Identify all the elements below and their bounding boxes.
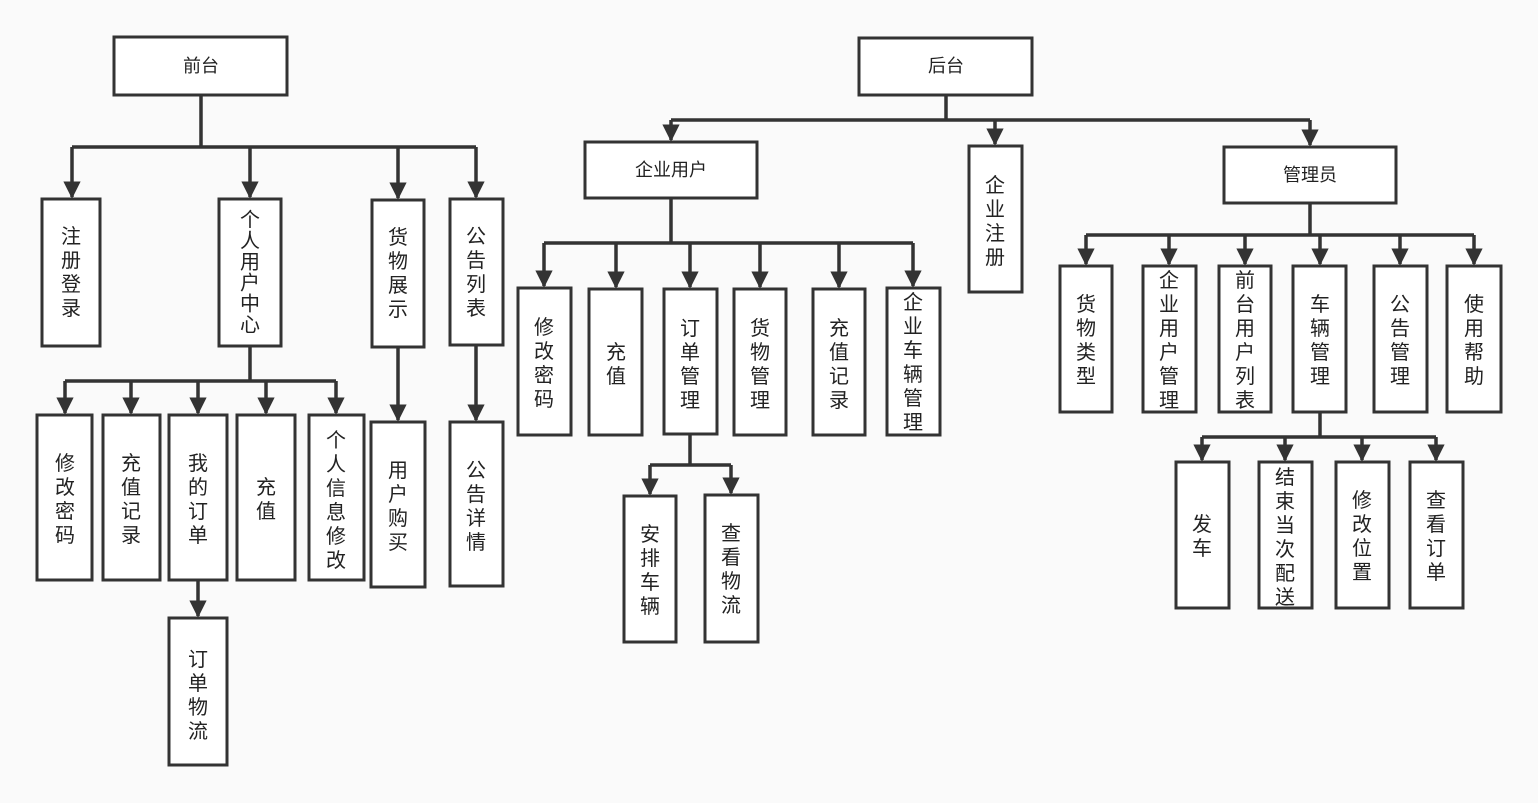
node-qiye-cheliang-guanli <box>885 286 942 437</box>
node-qiye-yonghu-guanli-label: 企业用户管理 <box>1159 268 1179 412</box>
node-wode-dingdan <box>167 413 229 582</box>
node-wode-dingdan-label: 我的订单 <box>188 451 208 547</box>
node-cheliang-guanli <box>1291 264 1348 414</box>
node-cheliang-guanli-label: 车辆管理 <box>1310 292 1330 388</box>
node-xiugai-mima-1-label: 修改密码 <box>55 451 75 547</box>
node-dingdan-guanli-label: 订单管理 <box>680 316 700 412</box>
vertical-labels: 注册登录个人用户中心货物展示公告列表修改密码充值记录我的订单充值个人信息修改用户… <box>55 173 1484 743</box>
node-chongzhi-jilu-1-label: 充值记录 <box>121 451 141 547</box>
node-zhuce-label: 注册登录 <box>61 224 81 320</box>
node-yonghu-goumai <box>369 420 427 589</box>
node-jieshu-peisong-label: 结束当次配送 <box>1275 465 1295 609</box>
node-guanliyuan-label: 管理员 <box>1283 165 1337 186</box>
node-houtai-label: 后台 <box>928 56 964 77</box>
node-shiyong-bangzhu <box>1445 264 1503 414</box>
node-huowu-guanli <box>732 287 788 437</box>
node-qiantai-label: 前台 <box>183 56 219 77</box>
node-anpai-cheliang-label: 安排车辆 <box>640 522 660 618</box>
node-geren <box>217 197 283 348</box>
node-xiugai-mima-1 <box>35 413 94 582</box>
connectors <box>56 95 1483 618</box>
node-yonghu-goumai-label: 用户购买 <box>388 458 408 554</box>
node-geren-xinxi <box>307 413 366 582</box>
node-gonggao-guanli <box>1372 264 1429 414</box>
node-chakan-wuliu-label: 查看物流 <box>721 521 741 617</box>
node-shiyong-bangzhu-label: 使用帮助 <box>1464 292 1484 388</box>
node-qiye-yonghu-guanli <box>1141 264 1198 414</box>
node-huowu-guanli-label: 货物管理 <box>750 316 770 412</box>
node-chongzhi-1-label: 充值 <box>256 475 276 523</box>
node-qiantai-yonghu-liebiao-label: 前台用户列表 <box>1235 268 1255 412</box>
node-zhuce <box>40 197 102 348</box>
node-huowu-leixing <box>1058 264 1114 414</box>
node-dingdan-wuliu-label: 订单物流 <box>188 647 208 743</box>
node-chongzhi-1 <box>235 413 297 582</box>
node-chongzhi-jilu-2 <box>811 287 867 437</box>
node-dingdan-guanli <box>662 287 719 436</box>
node-qiye-zhuce <box>967 144 1024 294</box>
node-houtai: 后台 <box>857 36 1034 97</box>
node-fache-label: 发车 <box>1192 512 1212 560</box>
node-xiugai-mima-2 <box>516 286 573 437</box>
node-gonggao-xiangqing <box>448 420 505 588</box>
node-gonggao-xiangqing-label: 公告详情 <box>466 458 486 554</box>
node-gonggao-liebiao-label: 公告列表 <box>466 224 486 320</box>
node-qiantai: 前台 <box>112 35 289 97</box>
node-huowu-leixing-label: 货物类型 <box>1076 292 1096 388</box>
node-geren-xinxi-label: 个人信息修改 <box>326 428 346 572</box>
node-geren-label: 个人用户中心 <box>240 208 260 337</box>
node-huowu-zhanshi <box>370 198 426 349</box>
node-qiye-cheliang-guanli-label: 企业车辆管理 <box>903 290 923 434</box>
node-qiye-zhuce-label: 企业注册 <box>985 173 1005 269</box>
node-chongzhi-jilu-2-label: 充值记录 <box>829 316 849 412</box>
node-qiantai-yonghu-liebiao <box>1217 264 1273 414</box>
node-xiugai-weizhi-label: 修改位置 <box>1352 488 1372 584</box>
node-dingdan-wuliu <box>167 616 229 767</box>
node-chongzhi-jilu-1 <box>101 413 162 582</box>
node-chakan-wuliu <box>703 493 760 644</box>
node-gonggao-guanli-label: 公告管理 <box>1390 292 1410 388</box>
node-chongzhi-2-label: 充值 <box>606 340 626 388</box>
node-guanliyuan: 管理员 <box>1222 145 1398 205</box>
node-chakan-dingdan <box>1408 460 1465 610</box>
node-huowu-zhanshi-label: 货物展示 <box>388 225 408 321</box>
node-chongzhi-2 <box>587 287 644 437</box>
node-xiugai-mima-2-label: 修改密码 <box>534 315 554 411</box>
node-qiye-yonghu-label: 企业用户 <box>635 160 707 181</box>
node-gonggao-liebiao <box>448 197 505 347</box>
node-fache <box>1174 460 1231 610</box>
node-qiye-yonghu: 企业用户 <box>583 140 759 200</box>
node-jieshu-peisong <box>1257 460 1314 610</box>
node-xiugai-weizhi <box>1334 460 1391 610</box>
node-anpai-cheliang <box>622 494 678 644</box>
nodes: 前台 后台 企业用户 管理员 <box>35 35 1503 767</box>
node-chakan-dingdan-label: 查看订单 <box>1426 488 1446 584</box>
